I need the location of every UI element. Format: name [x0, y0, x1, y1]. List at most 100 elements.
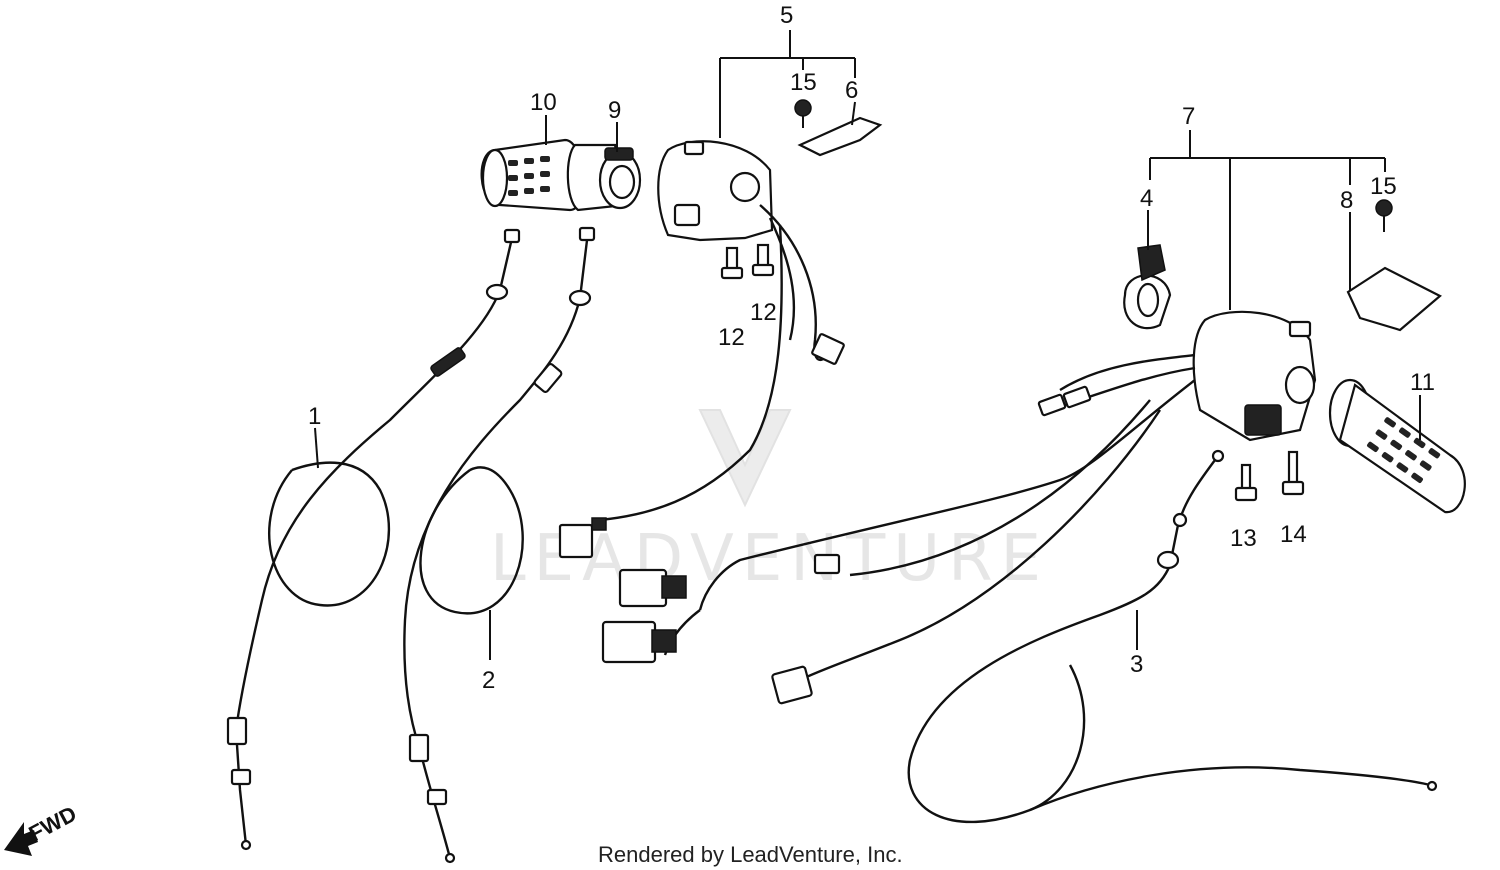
screw-12-left-shank	[725, 246, 739, 272]
cable-1-boot	[430, 347, 466, 377]
callout-6: 6	[845, 77, 858, 104]
callout-12-left: 12	[718, 324, 745, 351]
switch-lever-4	[1123, 244, 1172, 330]
cable-1-lower-fitting	[226, 716, 248, 746]
cable-1-end-fitting	[503, 228, 521, 244]
cable-2-end-fitting	[578, 226, 596, 242]
left-grip	[480, 138, 584, 212]
throttle-grip-cable-drum	[604, 147, 634, 161]
right-grip	[1328, 378, 1466, 514]
cable-2-boot	[533, 363, 563, 393]
switch-lever-4-bore	[1136, 282, 1160, 318]
choke-cable-bushing	[1172, 512, 1188, 528]
cable-2-lower-fitting	[408, 733, 430, 763]
leader-7	[1149, 130, 1386, 310]
cable-1-upper	[234, 237, 514, 731]
callout-14: 14	[1280, 521, 1307, 548]
callout-9: 9	[608, 97, 621, 124]
screw-14-head	[1281, 480, 1305, 496]
leader-5	[719, 30, 856, 138]
choke-cable-lower-end	[1426, 780, 1438, 792]
callout-13: 13	[1230, 525, 1257, 552]
callout-7: 7	[1182, 103, 1195, 130]
leader-1	[314, 427, 319, 469]
callout-labels: 5 15 6 10 9 7 4 8 15 12 12 11 1 13 14 3 …	[308, 2, 1435, 694]
screw-15-top-head	[794, 99, 812, 117]
callout-10: 10	[530, 89, 557, 116]
cable-1-end	[240, 839, 252, 851]
right-switch-small-coupler	[771, 665, 813, 705]
right-switch-housing	[601, 310, 1317, 705]
leader-lines	[314, 30, 1421, 660]
callout-15-right: 15	[1370, 173, 1397, 200]
left-switch-wire-b	[768, 217, 796, 341]
right-grip-body	[1338, 383, 1466, 514]
left-grip-end	[481, 148, 509, 208]
cable-1-nut	[230, 768, 252, 786]
callout-12-right: 12	[750, 299, 777, 326]
cable-1-lower	[234, 729, 248, 846]
callout-8: 8	[1340, 187, 1353, 214]
screw-14-shank	[1287, 450, 1299, 486]
forward-label: FWD	[25, 801, 81, 847]
right-switch-coupler-upper	[618, 568, 668, 608]
callout-15-top: 15	[790, 69, 817, 96]
right-switch-lead-b	[799, 409, 1161, 682]
switch-lever-4-tab	[1137, 244, 1166, 282]
throttle-cable-a	[226, 228, 521, 851]
throttle-grip	[566, 143, 642, 212]
screws-13-14	[1234, 450, 1305, 502]
switch-clamp-6	[797, 116, 883, 157]
cable-2-end	[444, 852, 456, 864]
forward-arrow-icon	[4, 822, 38, 856]
cable-1-loop	[268, 461, 390, 607]
left-switch-small-connector	[811, 333, 845, 365]
forward-direction-indicator: FWD	[4, 801, 81, 856]
throttle-grip-bore	[608, 164, 636, 200]
right-switch-bore	[1284, 365, 1316, 405]
left-switch-connector-boot	[591, 517, 607, 531]
callout-4: 4	[1140, 185, 1153, 212]
right-switch-block	[1244, 404, 1282, 436]
clamp-parts-right	[1346, 199, 1442, 332]
choke-cable-adjuster	[1156, 550, 1180, 570]
render-credit: Rendered by LeadVenture, Inc.	[598, 842, 903, 867]
callout-1: 1	[308, 403, 321, 430]
left-switch-lower-knob	[673, 203, 701, 227]
watermark-logo	[698, 409, 792, 508]
switch-clamp-8	[1346, 266, 1442, 332]
right-switch-spade-connector	[813, 553, 841, 575]
callout-3: 3	[1130, 651, 1143, 678]
right-switch-button-top	[1288, 320, 1312, 338]
callout-2: 2	[482, 667, 495, 694]
choke-cable-loop	[907, 455, 1219, 824]
screws-12	[720, 243, 775, 280]
leader-6	[851, 101, 856, 126]
right-switch-coupler-upper-boot	[661, 575, 687, 599]
screw-15-right-head	[1375, 199, 1393, 217]
right-switch-coupler-lower-boot	[651, 629, 677, 653]
right-switch-harness	[698, 379, 1196, 611]
screw-12-right-shank	[756, 243, 770, 269]
cable-1-adjuster	[485, 283, 509, 301]
cable-2-nut	[426, 788, 448, 806]
cable-2-adjuster	[568, 289, 592, 307]
choke-cable-upper-end	[1211, 449, 1225, 463]
left-switch-harness	[599, 224, 783, 522]
clamp-parts-upper	[794, 99, 883, 157]
left-switch-button-top	[683, 140, 705, 156]
right-switch-bullet-connector-a	[1037, 393, 1067, 417]
left-switch-main-connector	[558, 523, 594, 559]
right-switch-body	[1192, 310, 1317, 442]
choke-cable-tail	[1029, 766, 1431, 812]
right-switch-coupler-lower	[601, 620, 657, 664]
left-switch-wire-a	[759, 204, 837, 361]
right-switch-wire-a	[1059, 353, 1196, 392]
screw-12-right-head	[751, 263, 775, 277]
left-switch-housing	[558, 140, 845, 559]
throttle-cable-b	[403, 226, 596, 864]
callout-5: 5	[780, 2, 793, 29]
right-switch-bullet-connector-b	[1062, 385, 1092, 409]
